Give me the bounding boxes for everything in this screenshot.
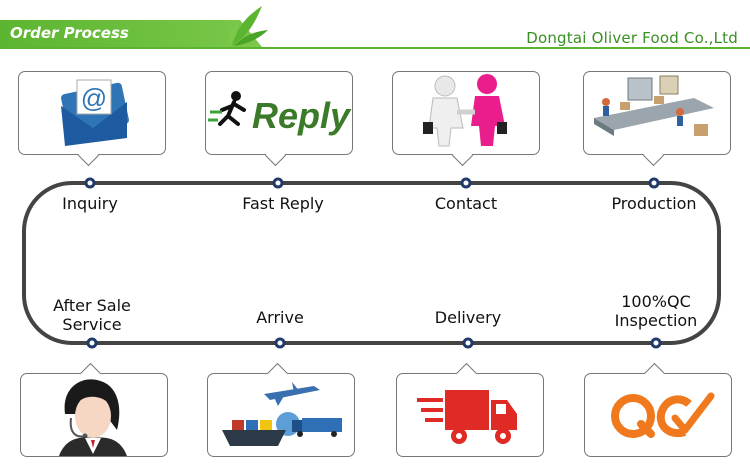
dot-delivery	[464, 339, 472, 347]
header-rule	[0, 47, 750, 49]
leaf-logo-icon	[222, 0, 272, 50]
label-arrive: Arrive	[230, 308, 330, 327]
label-after-sale: After Sale Service	[32, 296, 152, 334]
dot-arrive	[276, 339, 284, 347]
shipping-icon	[208, 374, 354, 456]
card-delivery	[396, 373, 544, 457]
email-icon: @	[19, 72, 165, 154]
dot-after-sale	[88, 339, 96, 347]
label-qc-line1: 100%QC	[596, 292, 716, 311]
svg-text:QC: QC	[585, 374, 587, 375]
support-agent-icon	[21, 374, 167, 456]
card-production	[583, 71, 731, 155]
label-after-sale-line2: Service	[32, 315, 152, 334]
card-contact	[392, 71, 540, 155]
dot-inquiry	[86, 179, 94, 187]
svg-text:@: @	[81, 83, 107, 113]
card-inquiry: @	[18, 71, 166, 155]
card-after-sale	[20, 373, 168, 457]
header: Order Process Dongtai Oliver Food Co.,Lt…	[0, 0, 750, 52]
card-qc: QC	[584, 373, 732, 457]
page-title: Order Process	[10, 24, 129, 42]
label-qc: 100%QC Inspection	[596, 292, 716, 330]
dot-contact	[462, 179, 470, 187]
svg-text:Reply: Reply	[252, 95, 352, 136]
dot-qc	[652, 339, 660, 347]
dot-fast-reply	[274, 179, 282, 187]
delivery-truck-icon	[397, 374, 543, 456]
label-delivery: Delivery	[418, 308, 518, 327]
label-contact: Contact	[416, 194, 516, 213]
label-inquiry: Inquiry	[40, 194, 140, 213]
loop-dots	[86, 179, 660, 347]
reply-icon: Reply	[206, 72, 352, 154]
company-name: Dongtai Oliver Food Co.,Ltd	[526, 29, 738, 47]
qc-check-icon: QC	[585, 374, 731, 456]
card-arrive	[207, 373, 355, 457]
card-fast-reply: Reply	[205, 71, 353, 155]
label-after-sale-line1: After Sale	[32, 296, 152, 315]
dot-production	[650, 179, 658, 187]
production-line-icon	[584, 72, 730, 154]
label-fast-reply: Fast Reply	[228, 194, 338, 213]
label-production: Production	[594, 194, 714, 213]
handshake-icon	[393, 72, 539, 154]
label-qc-line2: Inspection	[596, 311, 716, 330]
